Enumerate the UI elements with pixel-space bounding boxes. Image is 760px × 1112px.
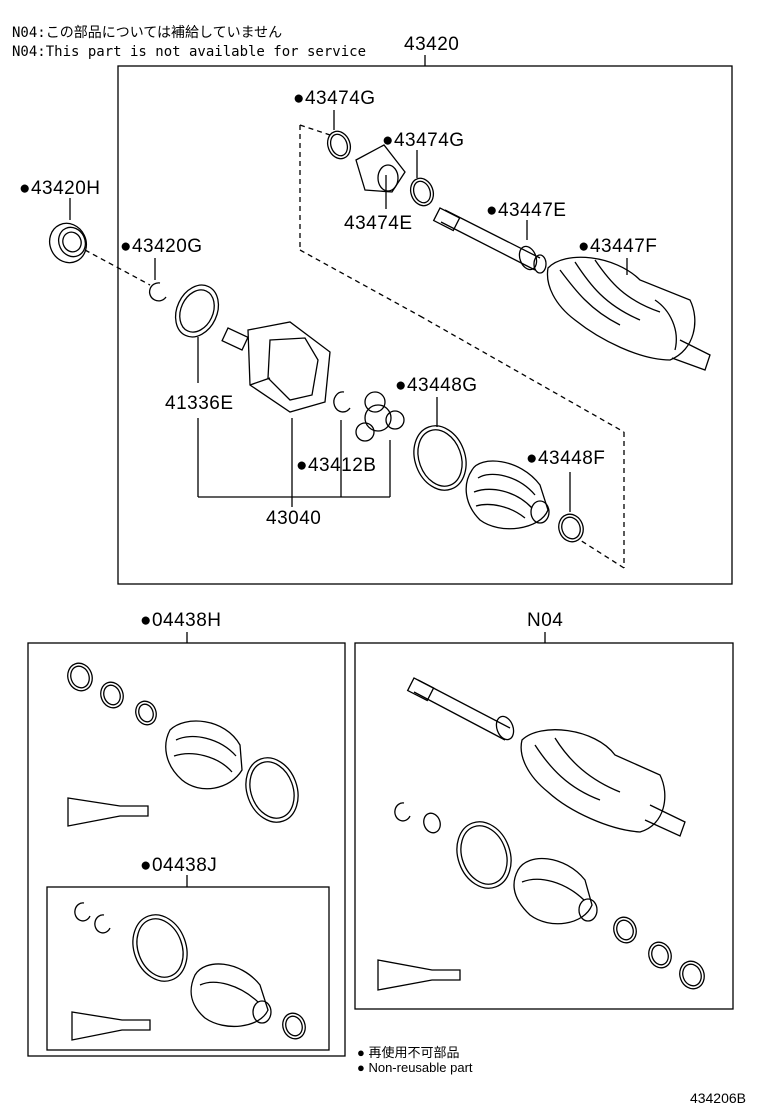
tripod [355,391,405,442]
label-kit-04438J: ●04438J [140,855,218,876]
n04-parts [377,677,705,991]
label-assembly-43420: 43420 [404,34,460,55]
boot-outer-43447F [546,256,711,371]
clamp-43448G [413,425,467,491]
label-n04: N04 [527,610,564,631]
figure-code: 434206B [689,1090,746,1106]
bearing-43420H [48,222,88,264]
legend-jp: ● 再使用不可部品 [357,1045,460,1060]
damper-43474E [355,144,406,193]
clamp-43448F [558,513,584,543]
kit-04438H-parts [67,662,299,827]
label-43412B: ●43412B [296,455,377,476]
legend-en: ● Non-reusable part [357,1060,473,1075]
snap-43412B [333,391,351,413]
drive-shaft-top [432,207,547,274]
ring-41336E [174,284,220,338]
label-43040: 43040 [266,508,322,529]
kit-04438J-frame [46,886,330,1051]
label-43420G: ●43420G [120,236,203,257]
label-43447F: ●43447F [578,236,658,257]
label-41336E: 41336E [165,393,234,414]
n04-frame [354,642,734,1010]
kit-04438H-frame [27,642,346,1057]
clamp-43474G-mid [409,177,435,207]
kit-04438J-parts [71,902,306,1041]
note-jp: N04:この部品については補給していません [12,25,283,41]
label-43447E: ●43447E [486,200,567,221]
label-43474G-top: ●43474G [293,88,376,109]
housing-43040 [221,321,331,413]
label-43448G: ●43448G [395,375,478,396]
boot-inner [465,460,550,530]
clamp-43474G-top [326,130,352,160]
note-en: N04:This part is not available for servi… [12,44,367,60]
label-43474E: 43474E [344,213,413,234]
snap-ring-43420G [149,282,167,302]
label-43448F: ●43448F [526,448,606,469]
label-43474G-mid: ●43474G [382,130,465,151]
label-kit-04438H: ●04438H [140,610,222,631]
label-43420H: ●43420H [19,178,101,199]
